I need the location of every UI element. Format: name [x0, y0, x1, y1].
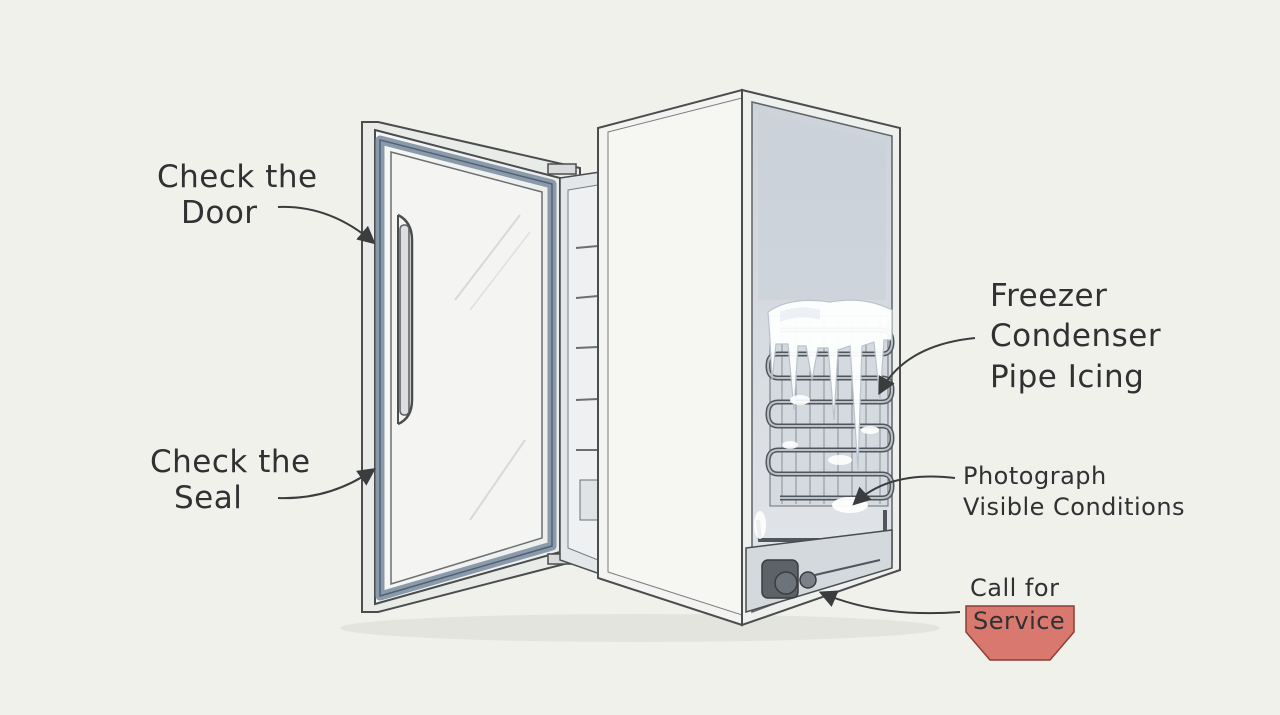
arrow-photograph — [852, 475, 956, 506]
floor-shadow — [340, 614, 940, 642]
check-seal-label: Check the Seal — [150, 444, 311, 516]
freezer-interior — [559, 171, 601, 576]
compressor-bay — [745, 529, 893, 614]
arrow-door — [277, 205, 376, 245]
service-label: Service — [973, 607, 1066, 635]
door-handle — [397, 213, 414, 426]
photograph-label: Photograph Visible Conditions — [963, 462, 1186, 522]
call-for-label: Call for — [970, 574, 1060, 602]
arrow-service — [818, 590, 961, 615]
service-badge — [965, 605, 1075, 661]
condenser-icing-label: Freezer Condenser Pipe Icing — [990, 278, 1162, 395]
arrow-condenser — [878, 337, 976, 396]
arrow-seal — [277, 467, 376, 500]
callout-arrows — [277, 205, 976, 615]
check-door-label: Check the Door — [157, 159, 318, 231]
freezer-door — [361, 121, 581, 613]
